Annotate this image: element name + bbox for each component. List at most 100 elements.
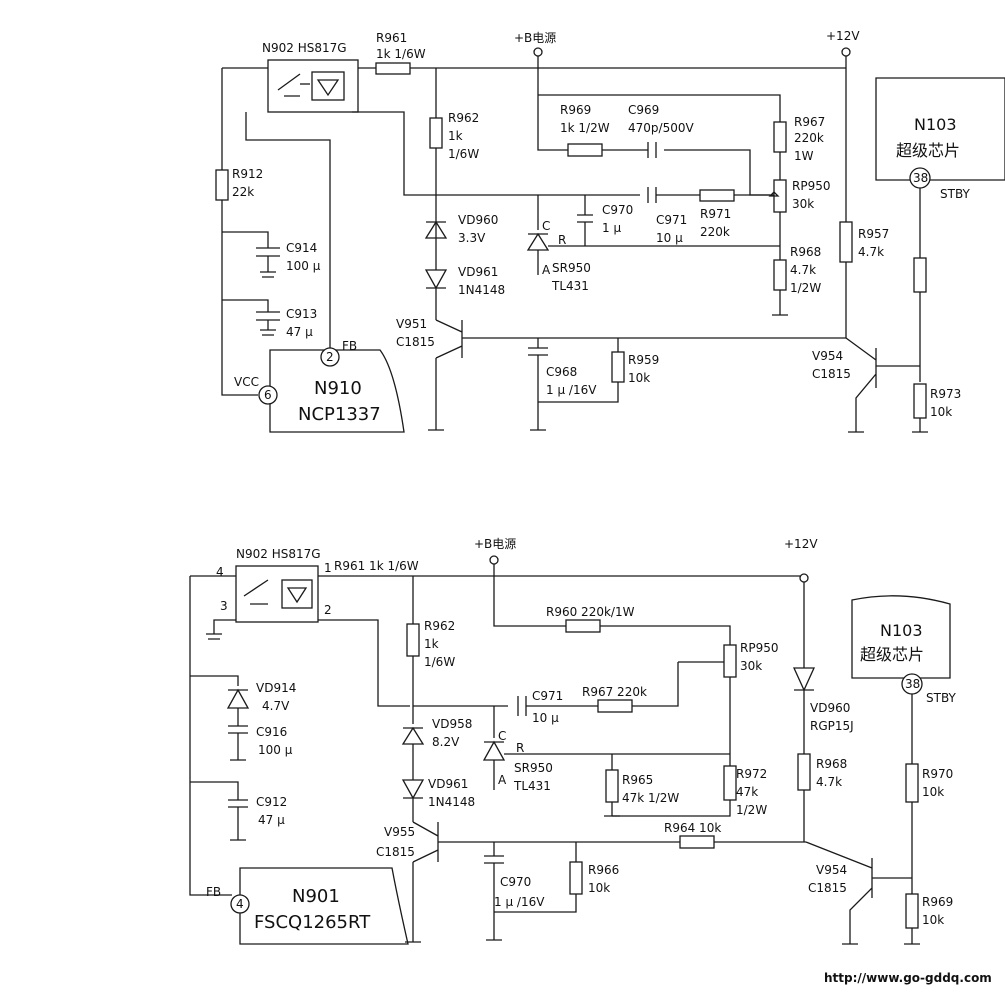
top-r962-value2: 1/6W	[448, 147, 479, 161]
top-r969-value: 1k 1/2W	[560, 121, 610, 135]
top-pin-a: A	[542, 263, 551, 277]
top-v951-value: C1815	[396, 335, 435, 349]
bottom-r969	[905, 893, 919, 929]
bottom-pin3: 3	[220, 599, 228, 613]
top-r962-label: R962	[448, 111, 479, 125]
top-vcc-pin	[258, 385, 278, 405]
top-r959-value: 10k	[628, 371, 650, 385]
bottom-n103-label: N103	[880, 621, 923, 640]
bottom-r960-label: R960 220k/1W	[546, 605, 635, 619]
bottom-pin2: 2	[324, 603, 332, 617]
top-r967-value1: 220k	[794, 131, 824, 145]
bottom-r967	[597, 699, 633, 713]
bottom-vd958-value: 8.2V	[432, 735, 460, 749]
bottom-fscq-label: FSCQ1265RT	[254, 912, 371, 933]
bottom-vd960-label: VD960	[810, 701, 850, 715]
bottom-pin1: 1	[324, 561, 332, 575]
bottom-r967-label: R967 220k	[582, 685, 647, 699]
bottom-v954-value: C1815	[808, 881, 847, 895]
top-r967-label: R967	[794, 115, 825, 129]
top-r962-value1: 1k	[448, 129, 463, 143]
top-pin-c: C	[542, 219, 550, 233]
top-r971-value: 220k	[700, 225, 730, 239]
bottom-pin38-num: 38	[905, 677, 920, 691]
bottom-vd914-label: VD914	[256, 681, 296, 695]
top-v954-value: C1815	[812, 367, 851, 381]
top-r961-label: R961	[376, 31, 407, 45]
top-c969-label: C969	[628, 103, 659, 117]
bottom-fb-label: FB	[206, 885, 221, 899]
bottom-r964	[679, 835, 715, 849]
bottom-r969-value: 10k	[922, 913, 944, 927]
bottom-r970-value: 10k	[922, 785, 944, 799]
top-fb-pin	[320, 347, 340, 367]
top-tl431-label: TL431	[551, 279, 589, 293]
top-c968-label: C968	[546, 365, 577, 379]
bottom-r962-value2: 1/6W	[424, 655, 455, 669]
top-r968-value1: 4.7k	[790, 263, 816, 277]
top-r967-value2: 1W	[794, 149, 814, 163]
top-r912	[215, 169, 229, 201]
bottom-fb-pin	[230, 894, 250, 914]
bottom-c970-label: C970	[500, 875, 531, 889]
bottom-v954-label: V954	[816, 863, 847, 877]
bottom-pin-c: C	[498, 729, 506, 743]
bottom-opto-label: N902 HS817G	[236, 547, 321, 561]
top-sr950-label: SR950	[552, 261, 591, 275]
bottom-c916-label: C916	[256, 725, 287, 739]
top-12v-label: +12V	[826, 29, 860, 43]
top-r968-value2: 1/2W	[790, 281, 821, 295]
top-circuit: N902 HS817G R961 1k 1/6W +B电源 +12V R962 …	[215, 29, 1005, 433]
bottom-r965-value: 47k 1/2W	[622, 791, 679, 805]
top-n910-chip	[269, 349, 405, 433]
bottom-chip-label: 超级芯片	[860, 645, 924, 664]
bottom-r961-label: R961 1k 1/6W	[334, 559, 419, 573]
bottom-v955-label: V955	[384, 825, 415, 839]
top-stby-label: STBY	[940, 187, 971, 201]
bottom-vd914-value: 4.7V	[262, 699, 290, 713]
top-r968-label: R968	[790, 245, 821, 259]
top-r961-value: 1k 1/6W	[376, 47, 426, 61]
top-v954-label: V954	[812, 349, 843, 363]
bottom-vd958-label: VD958	[432, 717, 472, 731]
top-fb-label: FB	[342, 339, 357, 353]
top-c970-label: C970	[602, 203, 633, 217]
top-n910-label: N910	[314, 378, 362, 399]
bottom-r968-value: 4.7k	[816, 775, 842, 789]
bottom-r972-value1: 47k	[736, 785, 758, 799]
top-r912-label: R912	[232, 167, 263, 181]
top-chip-label: 超级芯片	[896, 141, 960, 160]
bottom-r966-label: R966	[588, 863, 619, 877]
top-vcc-label: VCC	[234, 375, 259, 389]
top-r968	[773, 259, 787, 291]
bottom-rp950	[723, 644, 737, 678]
bottom-r965-label: R965	[622, 773, 653, 787]
bottom-tl431-label: TL431	[513, 779, 551, 793]
bottom-pin-r: R	[516, 741, 524, 755]
bottom-r972-label: R972	[736, 767, 767, 781]
top-vd960-label: VD960	[458, 213, 498, 227]
bottom-r965	[605, 769, 619, 803]
top-r957-label: R957	[858, 227, 889, 241]
bottom-vd960-value: RGP15J	[810, 719, 854, 733]
top-r-stby	[913, 257, 927, 293]
top-vd961-label: VD961	[458, 265, 498, 279]
bottom-v955-value: C1815	[376, 845, 415, 859]
top-r973-value: 10k	[930, 405, 952, 419]
bottom-c971-label: C971	[532, 689, 563, 703]
bottom-c971-value: 10 μ	[532, 711, 559, 725]
bottom-rp950-value: 30k	[740, 659, 762, 673]
top-pin38-num: 38	[913, 171, 928, 185]
bottom-n103-chip	[851, 595, 951, 679]
footer-url[interactable]: http://www.go-gddq.com	[824, 971, 992, 985]
top-r957	[839, 221, 853, 263]
top-c971-label: C971	[656, 213, 687, 227]
top-n103-label: N103	[914, 115, 957, 134]
bottom-r960	[565, 619, 601, 633]
top-ncp-label: NCP1337	[298, 404, 381, 425]
top-c913-value: 47 μ	[286, 325, 313, 339]
top-rp950-value: 30k	[792, 197, 814, 211]
top-c914-value: 100 μ	[286, 259, 321, 273]
bottom-r966	[569, 861, 583, 895]
